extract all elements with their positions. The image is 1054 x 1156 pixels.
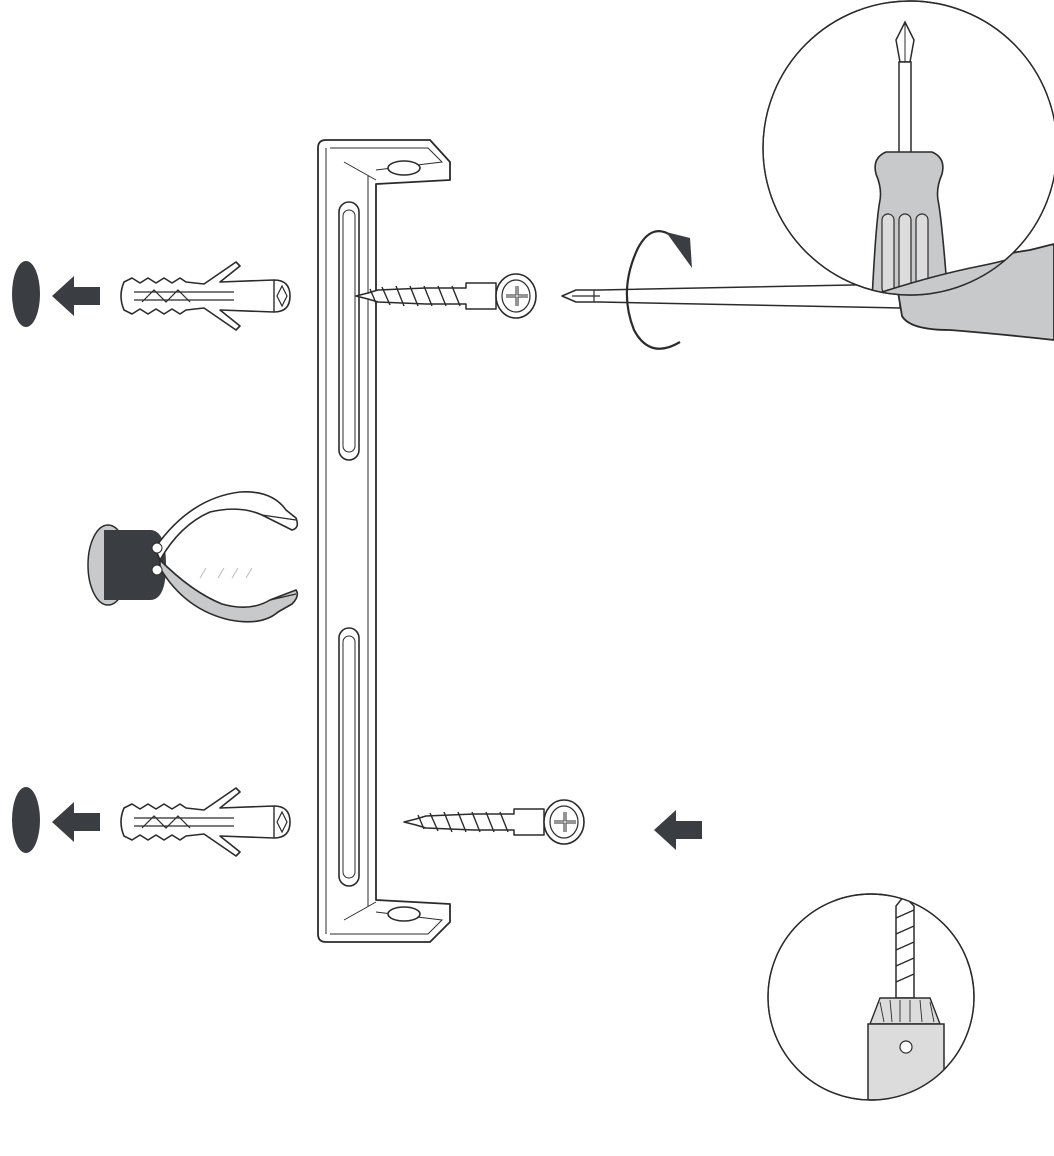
- wall-anchor-icon: [120, 787, 291, 857]
- screw-icon: [402, 798, 586, 846]
- rotate-clockwise-icon: [625, 230, 692, 350]
- wire-pliers-icon: [87, 491, 299, 623]
- wall-hole-icon: [12, 787, 40, 853]
- screw-icon: [354, 272, 538, 320]
- mounting-bracket-icon: [317, 139, 451, 943]
- wall-anchor-icon: [120, 261, 291, 331]
- arrow-left-icon: [654, 810, 702, 850]
- arrow-left-icon: [52, 802, 100, 842]
- phillips-screwdriver-icon: [561, 283, 901, 309]
- wall-hole-icon: [12, 261, 40, 327]
- drill-bit-detail-icon: [767, 893, 975, 1101]
- arrow-left-icon: [52, 276, 100, 316]
